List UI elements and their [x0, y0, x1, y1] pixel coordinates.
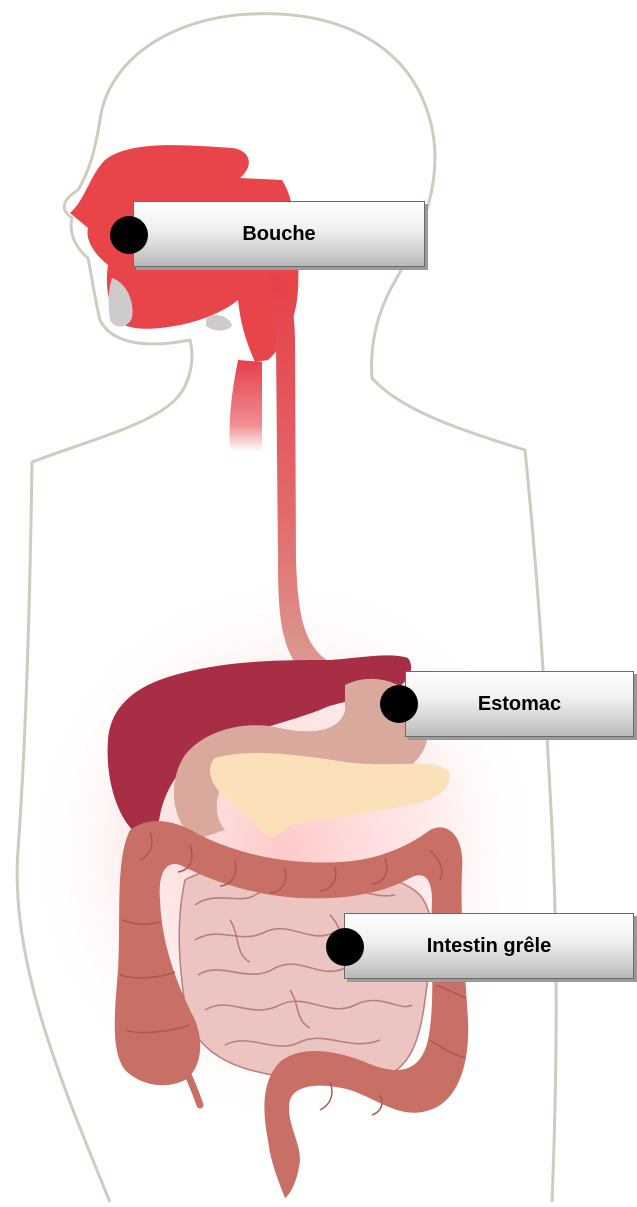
label-small-intestine-text: Intestin grêle — [427, 935, 551, 958]
label-mouth-text: Bouche — [242, 223, 315, 246]
label-stomach: Estomac — [405, 671, 634, 737]
label-small-intestine: Intestin grêle — [344, 913, 634, 979]
label-mouth-dot — [110, 216, 148, 254]
throat — [229, 360, 262, 452]
label-stomach-dot — [380, 685, 418, 723]
label-stomach-text: Estomac — [478, 693, 561, 716]
lower-tooth — [206, 315, 232, 330]
label-mouth: Bouche — [133, 201, 425, 267]
label-small-intestine-dot — [326, 928, 364, 966]
